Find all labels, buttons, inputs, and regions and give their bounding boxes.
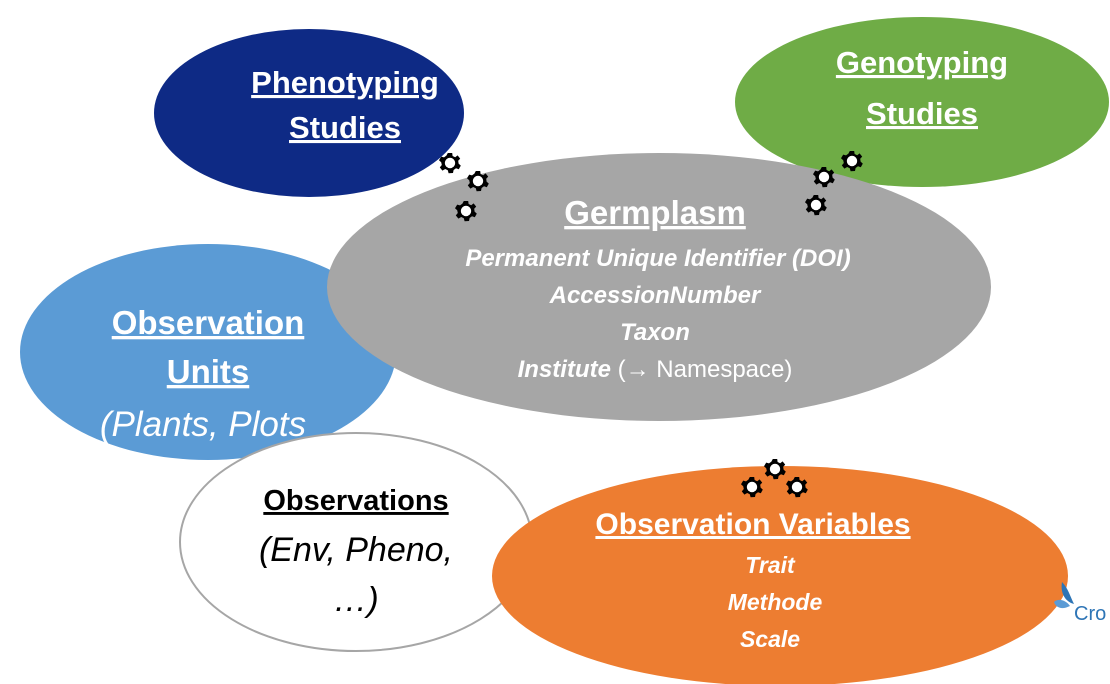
observation-variables-ellipse [492, 466, 1068, 684]
germplasm-ellipse [327, 153, 991, 421]
genotyping-title-line1: Genotyping [836, 45, 1008, 80]
observation-units-ellipse [20, 244, 396, 460]
gear-icon [439, 153, 461, 174]
observation-variables-line3: Scale [740, 626, 800, 652]
germplasm-namespace-suffix: Namespace) [650, 356, 793, 383]
germplasm-line1: Permanent Unique Identifier (DOI) [465, 245, 850, 272]
observation-variables-title: Observation Variables [595, 508, 910, 541]
phenotyping-title-line1: Phenotyping [251, 65, 439, 100]
observations-line1: (Env, Pheno, [259, 531, 453, 569]
observation-variables-line1: Trait [745, 552, 796, 578]
germplasm-line3: Taxon [620, 319, 690, 346]
genotyping-title-line2: Studies [866, 96, 978, 131]
observations-title: Observations [263, 485, 448, 517]
observation-variables-line2: Methode [728, 589, 823, 615]
arrow-right-icon: → [626, 356, 650, 383]
germplasm-institute: Institute [518, 356, 611, 383]
germplasm-line2: AccessionNumber [549, 282, 762, 309]
observations-line2: …) [333, 581, 378, 619]
observation-units-title-line1: Observation [112, 304, 305, 341]
germplasm-namespace-prefix: ( [611, 356, 626, 383]
crop-ontology-logo-text: Cro [1074, 603, 1106, 625]
germplasm-title: Germplasm [564, 194, 746, 231]
crop-ontology-leaf-icon [1054, 582, 1074, 609]
observation-units-title-line2: Units [167, 353, 250, 390]
observation-units-subtitle: (Plants, Plots [100, 405, 306, 444]
germplasm-line4: Institute (→ Namespace) [518, 356, 793, 383]
genotyping-ellipse [735, 17, 1109, 187]
phenotyping-title-line2: Studies [289, 110, 401, 145]
phenotyping-ellipse [154, 29, 464, 197]
